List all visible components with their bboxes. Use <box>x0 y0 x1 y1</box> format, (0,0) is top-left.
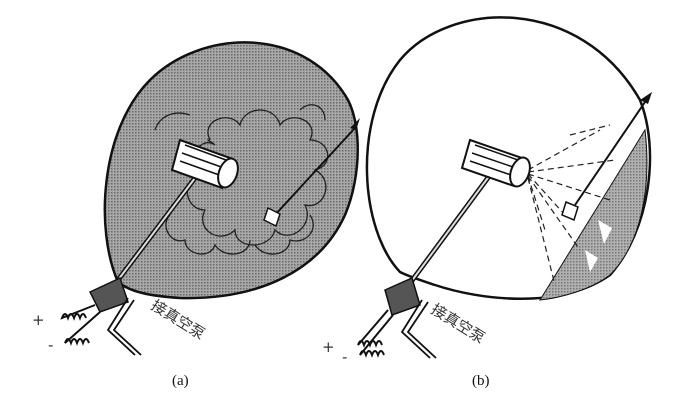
seal-plug-a <box>88 276 129 313</box>
bulb-tip-b <box>640 92 652 104</box>
panel-a: + - 接真空泵 (a) <box>32 41 360 389</box>
shadow-region <box>539 128 648 301</box>
caption-a: (a) <box>172 373 189 389</box>
plus-terminal-b: + <box>322 338 335 356</box>
bulb-tip-a <box>350 118 360 130</box>
minus-terminal-b: - <box>342 348 347 366</box>
caption-b: (b) <box>472 373 490 389</box>
pump-label-a: 接真空泵 <box>148 296 208 343</box>
paddle-target-a <box>263 206 281 228</box>
seal-plug-b <box>384 276 421 316</box>
cathode-cylinder-b <box>460 138 531 188</box>
vacuum-tube-b <box>400 299 437 359</box>
cathode-cylinder-a <box>170 138 239 190</box>
anode-wire-b <box>574 101 646 206</box>
paddle-target-b <box>561 200 579 222</box>
coil-wire-minus-b <box>359 314 394 358</box>
cathode-ray-lines <box>527 124 616 286</box>
minus-terminal-a: - <box>48 336 53 354</box>
paddle-shadow <box>585 220 612 272</box>
coil-wire-plus-b <box>357 309 389 348</box>
vacuum-tube-a <box>106 297 142 356</box>
coil-wire-plus-a <box>60 304 96 321</box>
anode-wire-a <box>274 127 356 216</box>
plus-terminal-a: + <box>32 311 45 329</box>
panel-b: + - 接真空泵 (b) <box>322 16 652 389</box>
pump-label-b: 接真空泵 <box>428 300 488 347</box>
cathode-stem-highlight-a <box>111 177 196 289</box>
coil-wire-minus-a <box>64 311 101 346</box>
cathode-stem-highlight-b <box>404 174 491 291</box>
